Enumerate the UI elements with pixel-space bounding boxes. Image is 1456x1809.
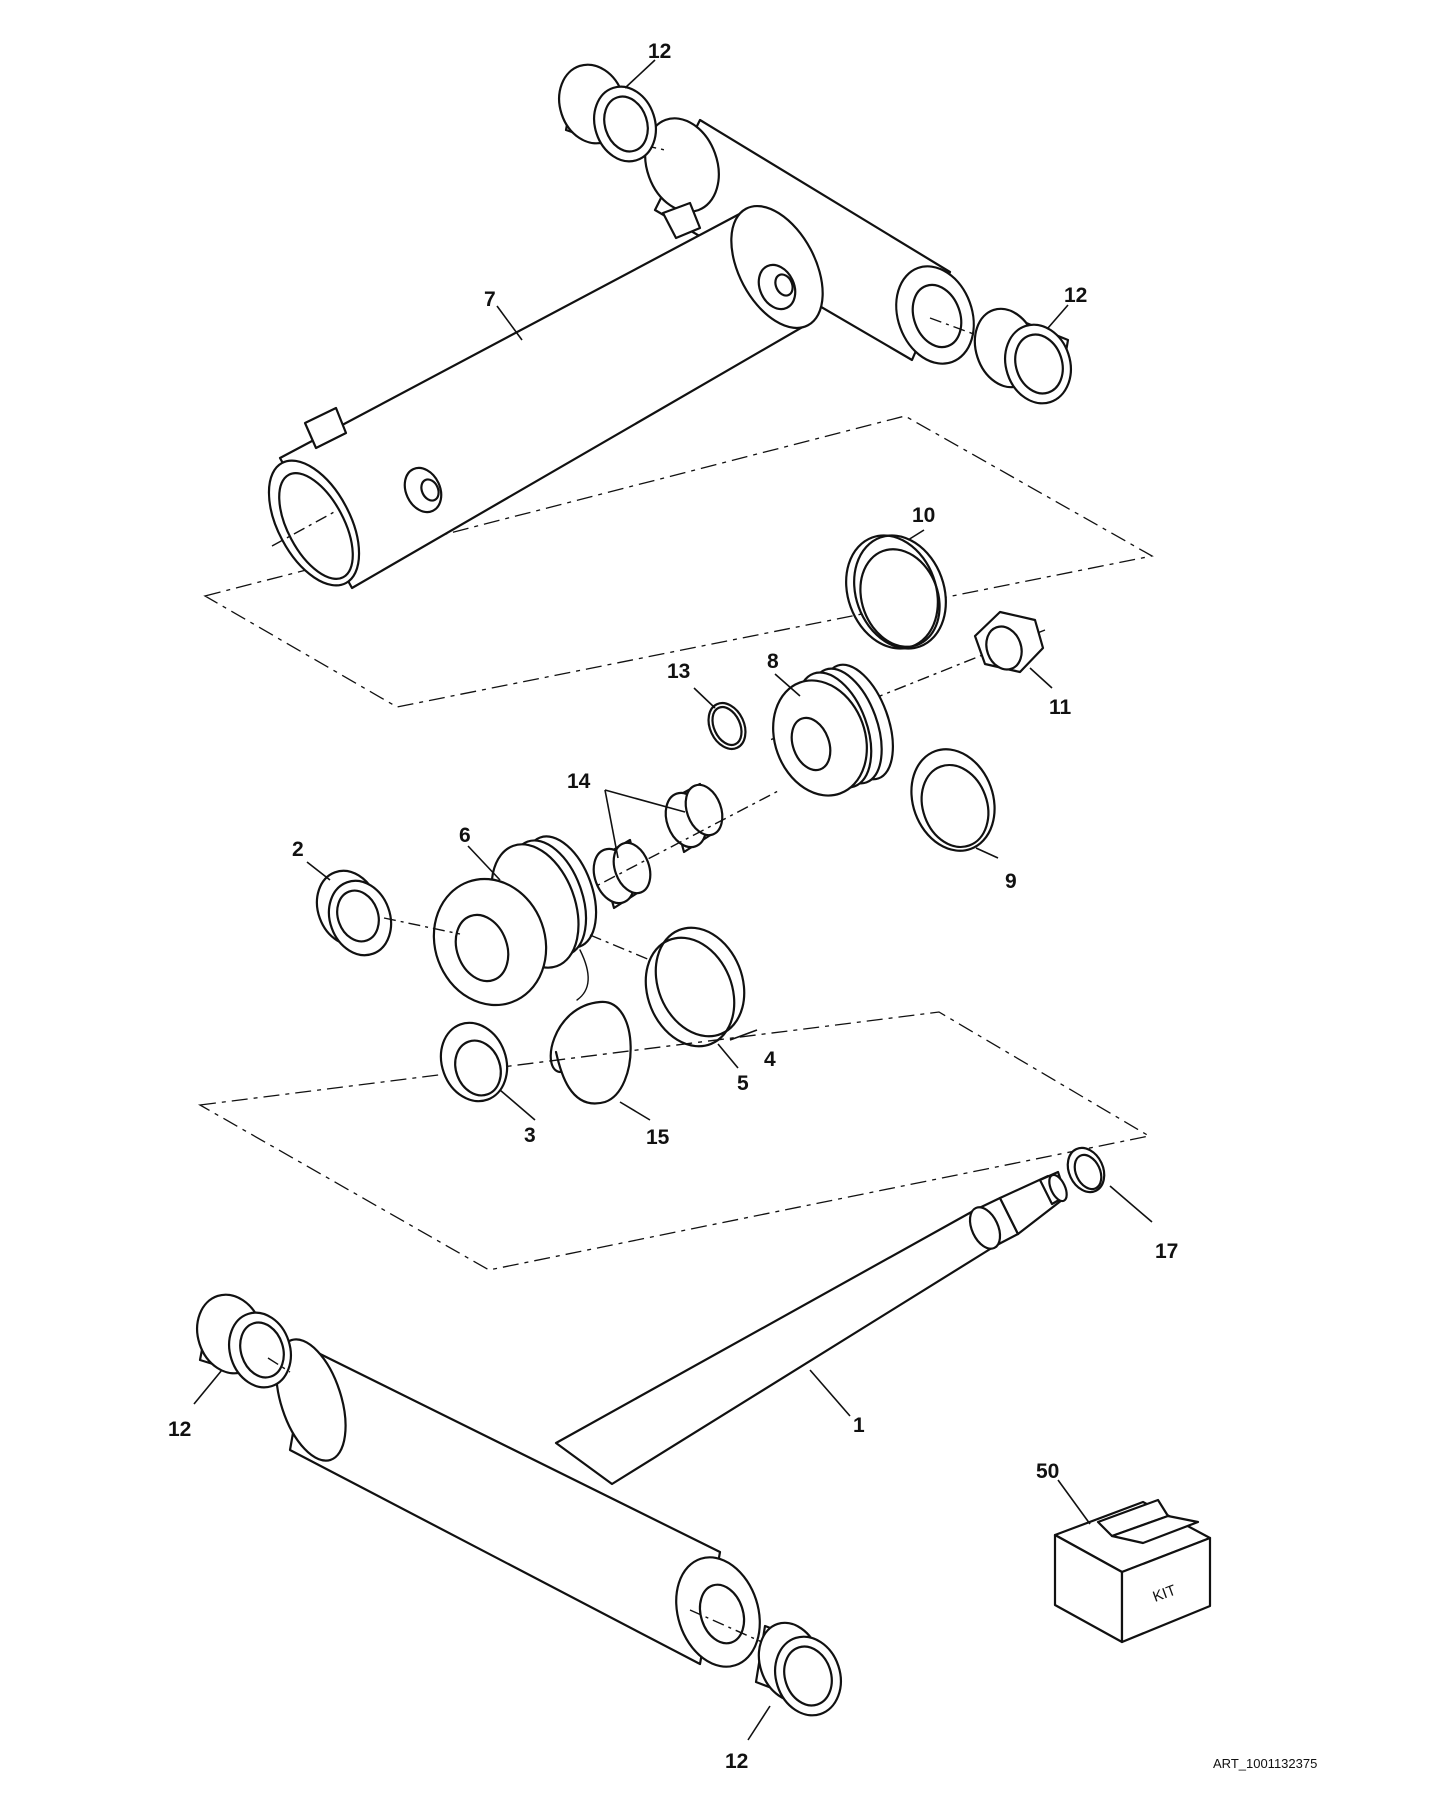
o-ring-part-5 bbox=[644, 936, 736, 1048]
callout-11: 11 bbox=[1049, 696, 1072, 719]
callout-50: 50 bbox=[1036, 1460, 1059, 1483]
callout-17: 17 bbox=[1155, 1240, 1178, 1263]
callout-15: 15 bbox=[646, 1126, 670, 1149]
seal-part-9 bbox=[910, 748, 996, 852]
spacer-part-14-a bbox=[664, 782, 724, 854]
callout-4: 4 bbox=[764, 1048, 776, 1071]
callout-8: 8 bbox=[767, 650, 779, 673]
upper-assembly-envelope bbox=[203, 415, 1154, 708]
callout-1: 1 bbox=[853, 1414, 865, 1437]
callout-14: 14 bbox=[567, 770, 591, 793]
lower-tube-part-1 bbox=[275, 1338, 781, 1668]
backup-ring-part-4 bbox=[654, 926, 746, 1038]
rod-part-1 bbox=[554, 1146, 1106, 1486]
wear-ring-part-10 bbox=[845, 534, 947, 650]
callout-12-bottom-left: 12 bbox=[168, 1418, 191, 1441]
callout-10: 10 bbox=[912, 504, 935, 527]
rod-seal-part-3 bbox=[439, 1021, 509, 1103]
callout-13: 13 bbox=[667, 660, 690, 683]
o-ring-part-13 bbox=[707, 701, 747, 751]
wiper-part-2 bbox=[315, 869, 393, 957]
kit-box-part-50: KIT bbox=[1053, 1498, 1212, 1644]
callout-9: 9 bbox=[1005, 870, 1017, 893]
callout-7: 7 bbox=[484, 288, 496, 311]
bushing-part-12-bottom-right bbox=[754, 1621, 842, 1717]
bushing-part-12-top-right bbox=[973, 307, 1072, 405]
lower-assembly-envelope bbox=[197, 1011, 1151, 1271]
kit-box-label: KIT bbox=[1151, 1582, 1179, 1606]
nut-part-11 bbox=[973, 610, 1045, 674]
leader-lines bbox=[193, 59, 1153, 1741]
snap-ring-part-15 bbox=[549, 1000, 632, 1105]
bushing-part-12-bottom-left bbox=[196, 1293, 292, 1389]
piston-part-8 bbox=[772, 663, 894, 797]
callout-2: 2 bbox=[292, 838, 304, 861]
callout-3: 3 bbox=[524, 1124, 536, 1147]
callout-6: 6 bbox=[459, 824, 471, 847]
callout-12-top-right: 12 bbox=[1064, 284, 1087, 307]
callout-12-top-left: 12 bbox=[648, 40, 671, 63]
gland-part-6 bbox=[432, 835, 598, 1007]
bushing-part-12-top-left bbox=[558, 63, 657, 163]
callout-12-bottom-right: 12 bbox=[725, 1750, 748, 1773]
art-reference: ART_1001132375 bbox=[1213, 1756, 1317, 1771]
barrel-part-7 bbox=[267, 117, 991, 590]
callout-5: 5 bbox=[737, 1072, 749, 1095]
